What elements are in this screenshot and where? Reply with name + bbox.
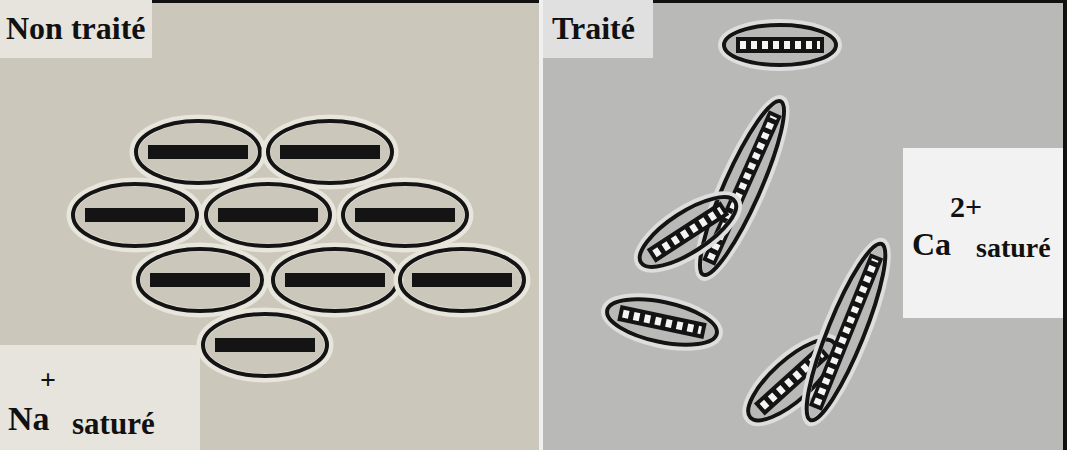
panel-label: Traité — [552, 12, 635, 44]
untreated-panel — [0, 0, 539, 450]
label-patch — [903, 148, 1063, 318]
treated-panel — [543, 0, 1067, 450]
panel-label: saturé — [72, 408, 155, 439]
panel-label: + — [40, 366, 56, 394]
panel-label: saturé — [976, 234, 1051, 262]
panel-label: 2+ — [950, 192, 982, 222]
label-patch — [0, 0, 152, 58]
dispersed-clay — [601, 23, 901, 435]
panel-label: Non traité — [6, 12, 146, 44]
label-patch — [0, 345, 200, 450]
label-patch — [543, 0, 653, 58]
panel-label: Ca — [912, 228, 951, 260]
flocculated-clay — [71, 119, 526, 378]
panel-label: Na — [8, 402, 50, 436]
